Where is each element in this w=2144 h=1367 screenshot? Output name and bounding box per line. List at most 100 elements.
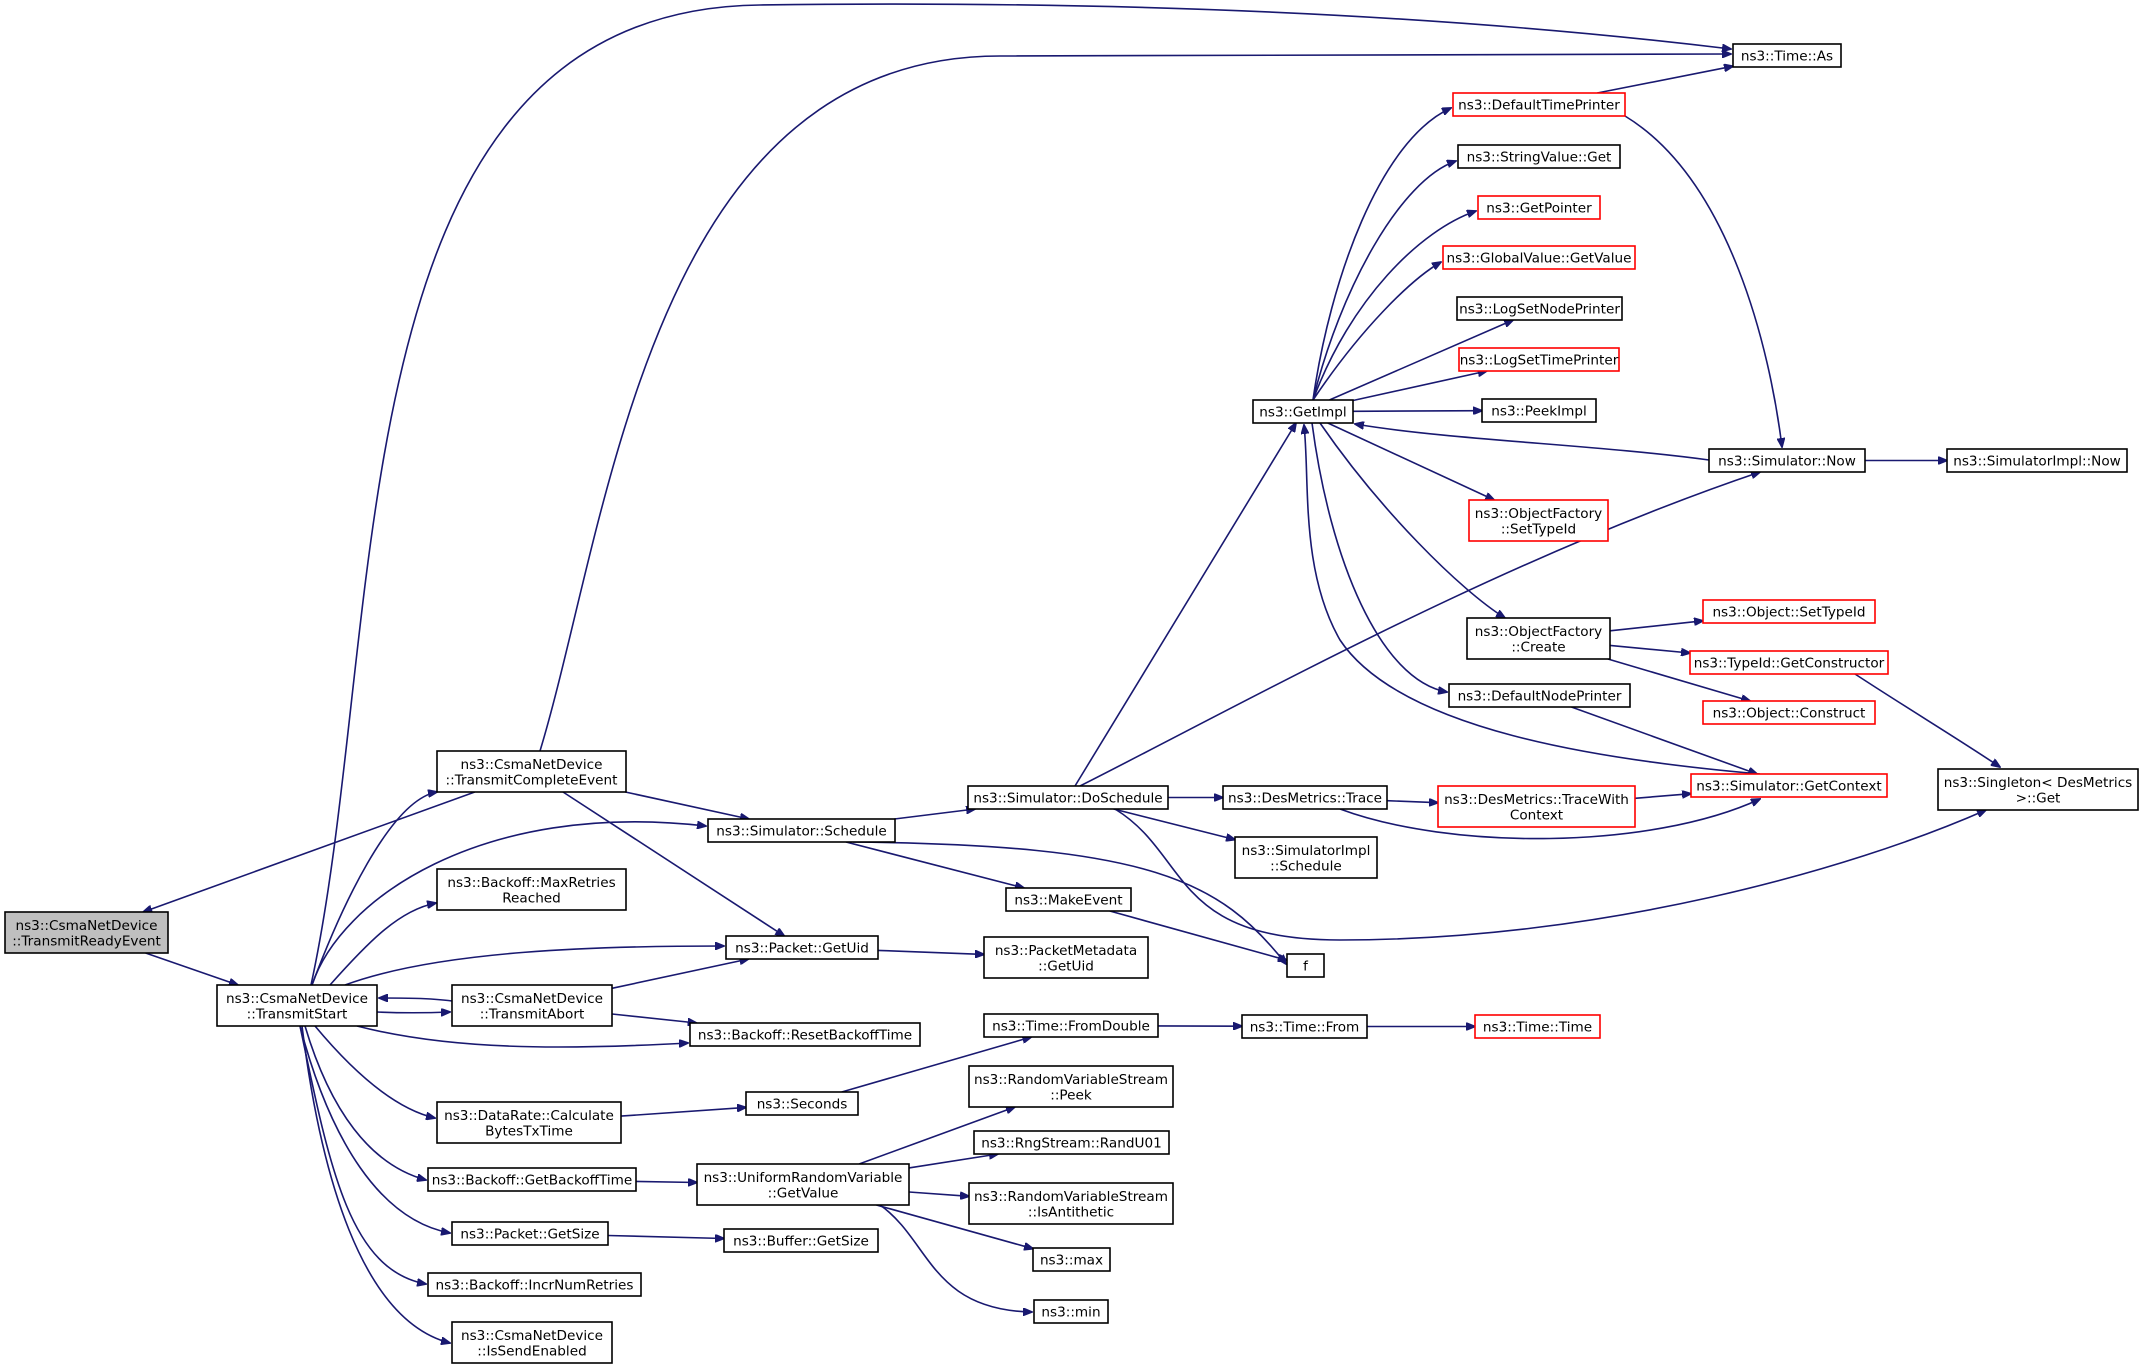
node-log-set-node-printer[interactable]: ns3::LogSetNodePrinter — [1456, 296, 1623, 321]
node-get-context[interactable]: ns3::Simulator::GetContext — [1690, 773, 1888, 798]
node-box — [1689, 650, 1889, 675]
node-object-factory-create[interactable]: ns3::ObjectFactory::Create — [1466, 617, 1611, 660]
edge-get-impl-to-object-factory-set-type-id — [1327, 422, 1494, 500]
node-box — [1252, 399, 1354, 424]
edge-des-metrics-trace-to-trace-with-context — [1386, 801, 1438, 803]
node-default-node-printer[interactable]: ns3::DefaultNodePrinter — [1448, 683, 1631, 708]
node-label: ::IsAntithetic — [1028, 1204, 1114, 1220]
node-incr-num-retries[interactable]: ns3::Backoff::IncrNumRetries — [427, 1272, 642, 1297]
node-box — [1222, 785, 1388, 810]
edge-default-time-printer-to-simulator-now — [1624, 115, 1782, 447]
edge-get-constructor-to-singleton-get — [1854, 673, 2000, 767]
node-simulator-now[interactable]: ns3::Simulator::Now — [1708, 448, 1866, 473]
node-default-time-printer[interactable]: ns3::DefaultTimePrinter — [1452, 92, 1626, 117]
node-label: ns3::min — [1041, 1305, 1100, 1321]
node-object-set-type-id[interactable]: ns3::Object::SetTypeId — [1702, 599, 1876, 624]
node-label: ns3::Time::FromDouble — [992, 1019, 1150, 1035]
node-max[interactable]: ns3::max — [1032, 1247, 1111, 1272]
node-packet-metadata-get-uid[interactable]: ns3::PacketMetadata::GetUid — [983, 936, 1149, 979]
edge-get-impl-to-log-set-node-printer — [1329, 320, 1513, 401]
node-box — [451, 984, 613, 1027]
node-label: ns3::Backoff::ResetBackoffTime — [698, 1028, 912, 1044]
node-transmit-abort[interactable]: ns3::CsmaNetDevice::TransmitAbort — [451, 984, 613, 1027]
node-box — [1468, 499, 1609, 542]
node-transmit-complete-event[interactable]: ns3::CsmaNetDevice::TransmitCompleteEven… — [436, 750, 627, 793]
node-box — [1234, 836, 1378, 879]
node-is-antithetic[interactable]: ns3::RandomVariableStream::IsAntithetic — [968, 1182, 1174, 1225]
node-box — [1702, 599, 1876, 624]
node-get-impl[interactable]: ns3::GetImpl — [1252, 399, 1354, 424]
node-object-construct[interactable]: ns3::Object::Construct — [1702, 700, 1876, 725]
node-label: ns3::Backoff::IncrNumRetries — [436, 1278, 634, 1294]
node-simulator-impl-schedule[interactable]: ns3::SimulatorImpl::Schedule — [1234, 836, 1378, 879]
node-rvspeek[interactable]: ns3::RandomVariableStream::Peek — [968, 1065, 1174, 1108]
node-label: ns3::SimulatorImpl — [1242, 843, 1371, 859]
node-min[interactable]: ns3::min — [1033, 1299, 1109, 1324]
node-global-value-get-value[interactable]: ns3::GlobalValue::GetValue — [1442, 245, 1636, 270]
node-time-as[interactable]: ns3::Time::As — [1732, 43, 1842, 68]
node-simulator-impl-now[interactable]: ns3::SimulatorImpl::Now — [1946, 448, 2128, 473]
node-uniform-get-value[interactable]: ns3::UniformRandomVariable::GetValue — [696, 1163, 910, 1206]
node-buffer-get-size[interactable]: ns3::Buffer::GetSize — [723, 1228, 879, 1253]
node-des-metrics-trace[interactable]: ns3::DesMetrics::Trace — [1222, 785, 1388, 810]
node-label: ::TransmitReadyEvent — [12, 933, 161, 949]
node-label: ns3::Object::Construct — [1713, 706, 1866, 722]
edge-uniform-get-value-to-rand-u01 — [908, 1154, 998, 1169]
node-time-time[interactable]: ns3::Time::Time — [1474, 1014, 1601, 1039]
node-box — [1286, 953, 1325, 978]
node-singleton-get[interactable]: ns3::Singleton< DesMetrics>::Get — [1937, 768, 2139, 811]
edge-object-factory-create-to-object-construct — [1607, 658, 1750, 701]
edge-trace-with-context-to-get-context — [1634, 794, 1691, 800]
node-box — [216, 984, 378, 1027]
node-f[interactable]: f — [1286, 953, 1325, 978]
node-reset-backoff-time[interactable]: ns3::Backoff::ResetBackoffTime — [689, 1022, 921, 1047]
node-seconds[interactable]: ns3::Seconds — [745, 1091, 859, 1116]
node-box — [1442, 245, 1636, 270]
node-packet-get-uid[interactable]: ns3::Packet::GetUid — [725, 935, 879, 960]
node-transmit-start[interactable]: ns3::CsmaNetDevice::TransmitStart — [216, 984, 378, 1027]
edge-uniform-get-value-to-min — [879, 1204, 1032, 1312]
node-peek-impl[interactable]: ns3::PeekImpl — [1481, 398, 1597, 423]
node-label: ns3::Time::As — [1741, 49, 1833, 65]
node-label: BytesTxTime — [485, 1123, 573, 1139]
node-do-schedule[interactable]: ns3::Simulator::DoSchedule — [967, 785, 1169, 810]
edge-transmit-abort-to-reset-backoff-time — [611, 1013, 697, 1023]
node-string-value-get[interactable]: ns3::StringValue::Get — [1457, 144, 1621, 169]
node-get-pointer[interactable]: ns3::GetPointer — [1477, 195, 1601, 220]
node-rand-u01[interactable]: ns3::RngStream::RandU01 — [973, 1130, 1170, 1155]
node-time-from-double[interactable]: ns3::Time::FromDouble — [983, 1013, 1159, 1038]
node-box — [1241, 1014, 1368, 1039]
node-label: ns3::RngStream::RandU01 — [981, 1136, 1162, 1152]
node-simulator-schedule[interactable]: ns3::Simulator::Schedule — [707, 818, 896, 843]
node-box — [1456, 296, 1623, 321]
edge-simulator-schedule-to-do-schedule — [894, 809, 975, 820]
node-box — [1946, 448, 2128, 473]
node-time-from[interactable]: ns3::Time::From — [1241, 1014, 1368, 1039]
edge-transmit-complete-event-to-packet-get-uid — [562, 791, 784, 936]
edge-do-schedule-to-simulator-now — [1079, 472, 1760, 787]
node-label: ns3::SimulatorImpl::Now — [1953, 454, 2121, 470]
node-get-constructor[interactable]: ns3::TypeId::GetConstructor — [1689, 650, 1889, 675]
node-box — [1466, 617, 1611, 660]
node-label: Context — [1510, 807, 1563, 823]
node-make-event[interactable]: ns3::MakeEvent — [1005, 887, 1132, 912]
node-log-set-time-printer[interactable]: ns3::LogSetTimePrinter — [1458, 347, 1620, 372]
node-label: ::Create — [1511, 639, 1565, 655]
edge-get-impl-to-string-value-get — [1312, 161, 1456, 401]
node-object-factory-set-type-id[interactable]: ns3::ObjectFactory::SetTypeId — [1468, 499, 1609, 542]
node-is-send-enabled[interactable]: ns3::CsmaNetDevice::IsSendEnabled — [451, 1321, 613, 1364]
node-get-backoff-time[interactable]: ns3::Backoff::GetBackoffTime — [427, 1167, 637, 1192]
node-box — [436, 1101, 622, 1144]
node-box — [1457, 144, 1621, 169]
node-label: ::Peek — [1050, 1087, 1092, 1103]
node-label: ns3::Backoff::MaxRetries — [447, 875, 615, 891]
node-packet-get-size[interactable]: ns3::Packet::GetSize — [451, 1221, 609, 1246]
edge-simulator-now-to-get-impl — [1355, 424, 1710, 461]
node-box — [1437, 785, 1636, 828]
node-label: ns3::CsmaNetDevice — [461, 991, 603, 1007]
node-transmit-ready-event[interactable]: ns3::CsmaNetDevice::TransmitReadyEvent — [4, 911, 169, 954]
